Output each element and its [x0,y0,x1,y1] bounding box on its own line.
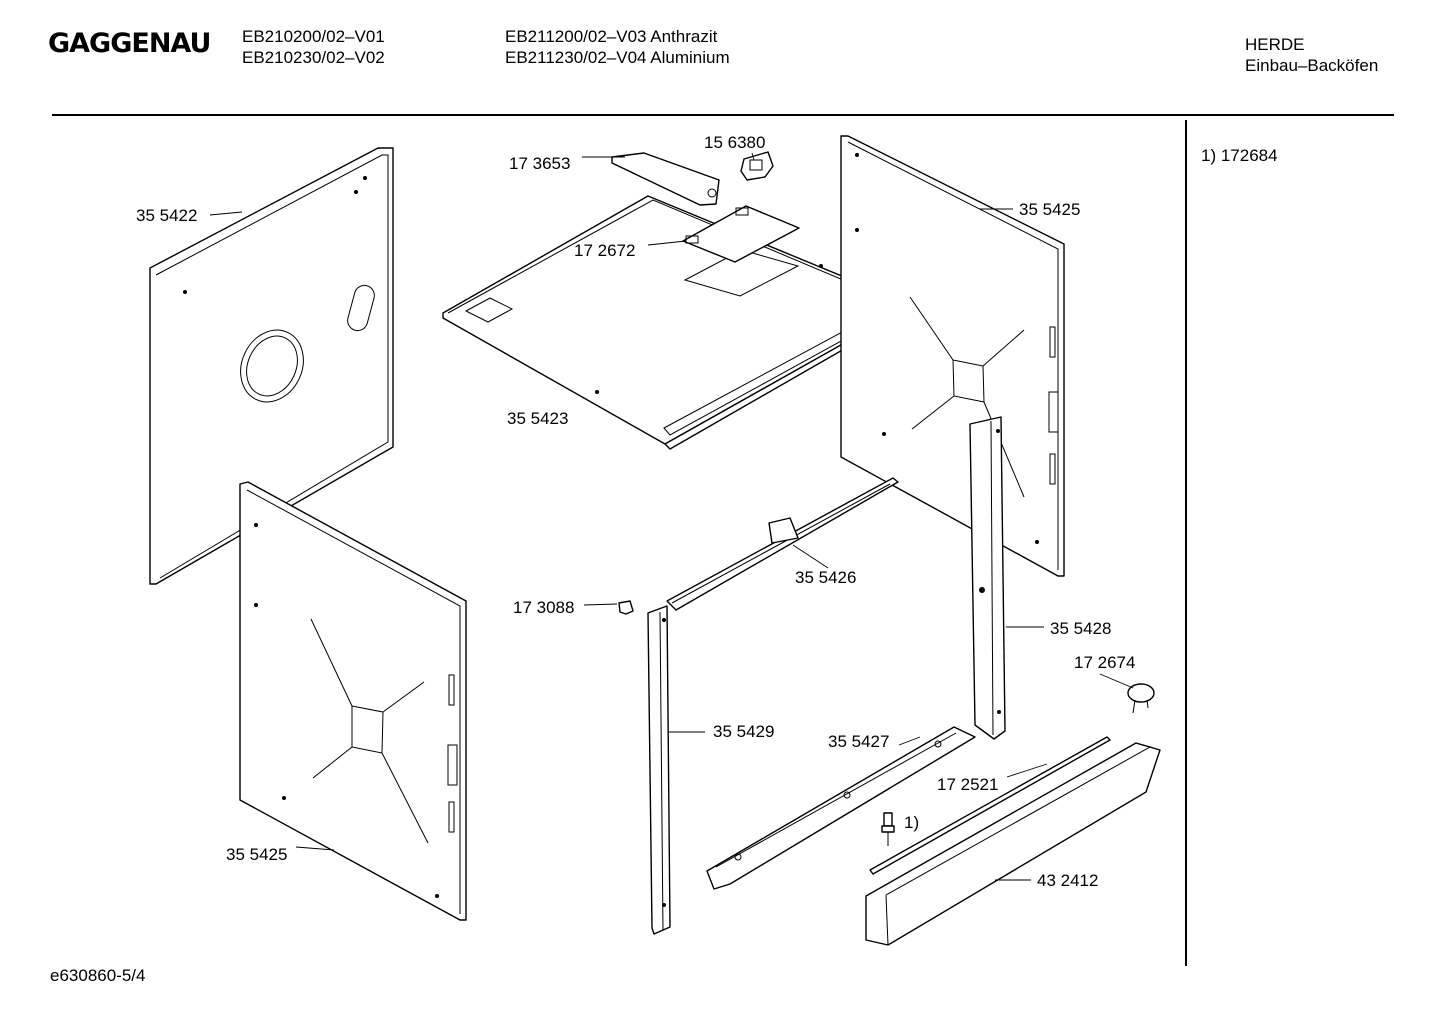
header-divider [52,114,1394,116]
front-cover [865,742,1161,946]
part-label-355426: 35 5426 [795,568,856,587]
model-line: EB210230/02–V02 [242,48,385,67]
model-line: EB210200/02–V01 [242,27,385,46]
top-bracket [611,152,720,206]
part-label-footnote-1: 1) [904,813,919,832]
part-label-173088: 17 3088 [513,598,574,617]
model-list-right: EB211200/02–V03 Anthrazit EB211230/02–V0… [505,26,730,68]
left-side-panel [149,147,394,585]
part-label-172674: 17 2674 [1074,653,1135,672]
part-label-172521: 17 2521 [937,775,998,794]
left-frame-strip [647,605,671,935]
footnote: 1) 172684 [1201,146,1278,165]
category-label: HERDE Einbau–Backöfen [1245,34,1378,76]
bottom-rail [706,726,976,890]
model-line: EB211200/02–V03 Anthrazit [505,27,718,46]
knob-part [1127,683,1155,714]
part-label-355427: 35 5427 [828,732,889,751]
part-label-173653: 17 3653 [509,154,570,173]
clip-part [740,151,774,181]
part-label-355429: 35 5429 [713,722,774,741]
model-line: EB211230/02–V04 Aluminium [505,48,730,67]
right-side-panel [840,135,1065,577]
part-label-355425-bottom: 35 5425 [226,845,287,864]
drawing-code: e630860-5/4 [50,966,146,985]
part-label-355428: 35 5428 [1050,619,1111,638]
category-line: HERDE [1245,35,1305,54]
leader-lines [209,152,1134,881]
hinge-plate [682,205,800,263]
part-label-156380: 15 6380 [704,133,765,152]
back-rail [666,477,899,611]
part-label-355423: 35 5423 [507,409,568,428]
notes-divider [1185,120,1187,966]
part-label-355422: 35 5422 [136,206,197,225]
part-label-355425-top: 35 5425 [1019,200,1080,219]
category-line: Einbau–Backöfen [1245,56,1379,75]
screw-part [618,600,634,615]
gasket-strip [869,736,1111,875]
model-list-left: EB210200/02–V01 EB210230/02–V02 [242,26,385,68]
part-label-432412: 43 2412 [1037,871,1098,890]
part-labels: 35 5422 17 3653 15 6380 17 2672 35 5425 … [136,133,1135,890]
front-left-panel [239,481,467,921]
brand-logo: GAGGENAU [48,28,211,59]
right-frame-strip [969,416,1006,740]
pin-part [881,812,895,846]
part-label-172672: 17 2672 [574,241,635,260]
